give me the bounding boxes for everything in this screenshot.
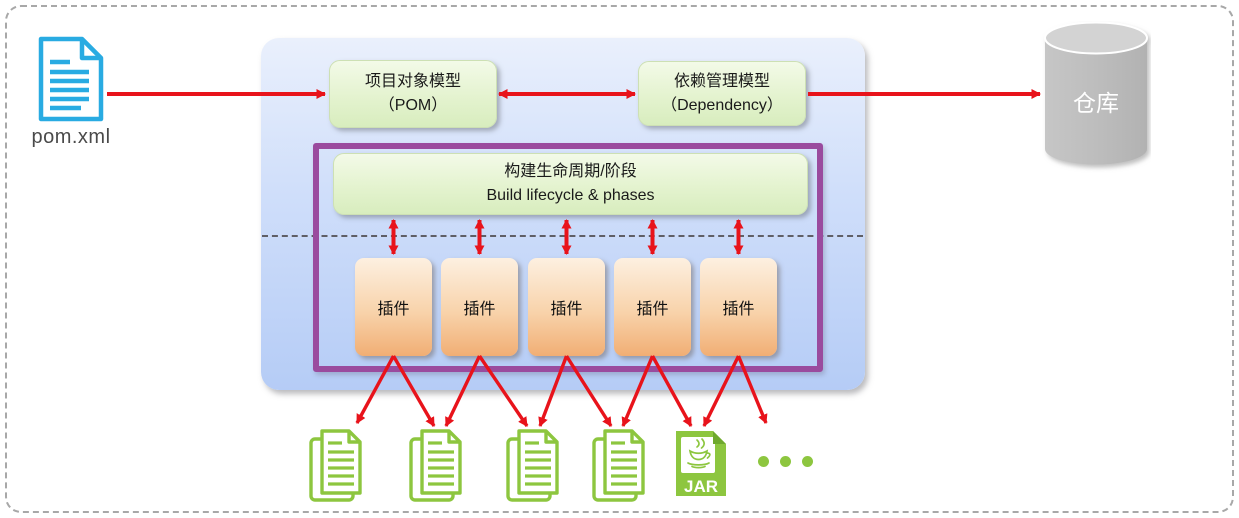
output-doc-icon-3 xyxy=(506,429,559,502)
ellipsis-dot-1 xyxy=(758,456,769,467)
ellipsis-dot-3 xyxy=(802,456,813,467)
repository-cylinder: 仓库 xyxy=(1044,21,1148,165)
pom-model-box: 项目对象模型 （POM） xyxy=(329,60,497,128)
lifecycle-line2: Build lifecycle & phases xyxy=(486,187,655,204)
dependency-model-box: 依赖管理模型 （Dependency） xyxy=(638,61,806,126)
repository-label: 仓库 xyxy=(1073,90,1119,116)
jar-file-icon: JAR xyxy=(676,431,726,496)
plugin-label: 插件 xyxy=(550,301,583,318)
jar-label: JAR xyxy=(684,477,718,496)
dependency-model-line1: 依赖管理模型 xyxy=(673,72,770,90)
pom-model-line2: （POM） xyxy=(378,97,448,114)
plugin-box-3: 插件 xyxy=(528,258,605,356)
build-lifecycle-box: 构建生命周期/阶段 Build lifecycle & phases xyxy=(333,153,808,215)
plugin-box-5: 插件 xyxy=(700,258,777,356)
output-doc-icon-1 xyxy=(309,429,362,502)
plugin-box-4: 插件 xyxy=(614,258,691,356)
pom-xml-file-icon xyxy=(38,36,104,122)
plugin-label: 插件 xyxy=(463,301,496,318)
plugin-box-1: 插件 xyxy=(355,258,432,356)
output-doc-icon-2 xyxy=(409,429,462,502)
pom-xml-label: pom.xml xyxy=(31,126,111,148)
lifecycle-line1: 构建生命周期/阶段 xyxy=(504,163,637,180)
plugin-label: 插件 xyxy=(722,301,755,318)
plugin-box-2: 插件 xyxy=(441,258,518,356)
pom-model-line1: 项目对象模型 xyxy=(364,73,461,90)
output-doc-icon-4 xyxy=(592,429,645,502)
plugin-label: 插件 xyxy=(636,301,669,318)
dependency-model-line2: （Dependency） xyxy=(661,96,783,114)
plugin-label: 插件 xyxy=(377,301,410,318)
ellipsis-dot-2 xyxy=(780,456,791,467)
